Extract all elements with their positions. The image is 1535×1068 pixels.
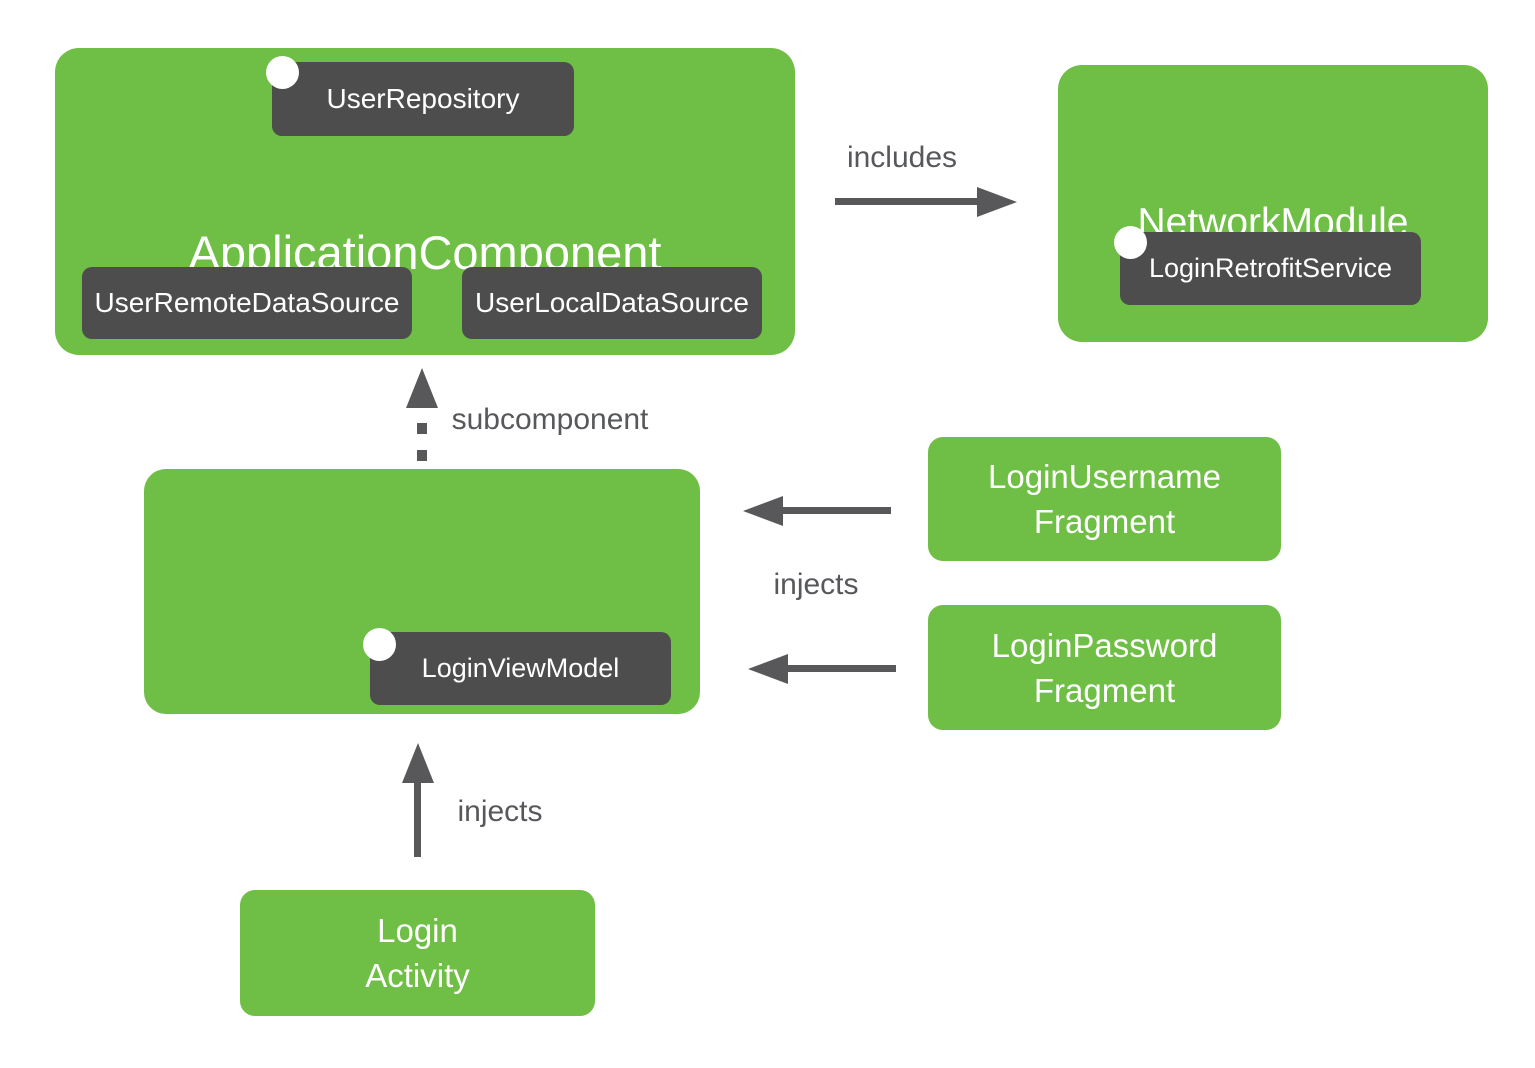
login-password-fragment-line1: LoginPassword	[991, 626, 1218, 664]
injects-activity-label: injects	[457, 795, 543, 828]
subcomponent-arrowhead-icon	[406, 368, 438, 408]
subcomponent-label: subcomponent	[451, 403, 649, 436]
login-password-fragment-box: LoginPassword Fragment	[928, 605, 1281, 730]
login-username-fragment-box: LoginUsername Fragment	[928, 437, 1281, 561]
user-remote-data-source-badge: UserRemoteDataSource	[82, 267, 412, 339]
inject-username-arrowhead-icon	[743, 496, 783, 526]
injects-fragments-label: injects	[773, 568, 859, 601]
inject-password-arrowhead-icon	[748, 654, 788, 684]
user-local-data-source-badge: UserLocalDataSource	[462, 267, 762, 339]
user-repository-badge: UserRepository	[272, 62, 574, 136]
inject-activity-arrowhead-icon	[402, 743, 434, 783]
subcomponent-arrow-dash	[417, 450, 427, 461]
login-retrofit-service-label: LoginRetrofitService	[1148, 253, 1393, 283]
login-activity-box: Login Activity	[240, 890, 595, 1016]
provision-dot-icon	[363, 628, 396, 661]
includes-arrowhead-icon	[977, 187, 1017, 217]
login-component-title: LoginComponent	[246, 1035, 598, 1068]
includes-arrow-shaft	[835, 198, 977, 205]
inject-username-arrow-shaft	[781, 507, 891, 514]
login-password-fragment-line2: Fragment	[1033, 671, 1176, 709]
subcomponent-arrow-dash	[417, 423, 427, 434]
user-repository-label: UserRepository	[326, 83, 520, 114]
login-username-fragment-line1: LoginUsername	[988, 458, 1221, 495]
inject-password-arrow-shaft	[786, 665, 896, 672]
login-retrofit-service-badge: LoginRetrofitService	[1120, 232, 1421, 305]
login-view-model-label: LoginViewModel	[421, 653, 620, 683]
user-local-data-source-label: UserLocalDataSource	[475, 287, 749, 318]
provision-dot-icon	[1114, 226, 1147, 259]
user-remote-data-source-label: UserRemoteDataSource	[94, 287, 400, 318]
login-view-model-badge: LoginViewModel	[370, 632, 671, 705]
login-activity-line1: Login	[377, 912, 458, 949]
provision-dot-icon	[266, 56, 299, 89]
login-username-fragment-line2: Fragment	[1033, 503, 1176, 540]
login-activity-line2: Activity	[365, 957, 470, 994]
includes-label: includes	[846, 141, 958, 174]
inject-activity-arrow-shaft	[414, 780, 421, 857]
